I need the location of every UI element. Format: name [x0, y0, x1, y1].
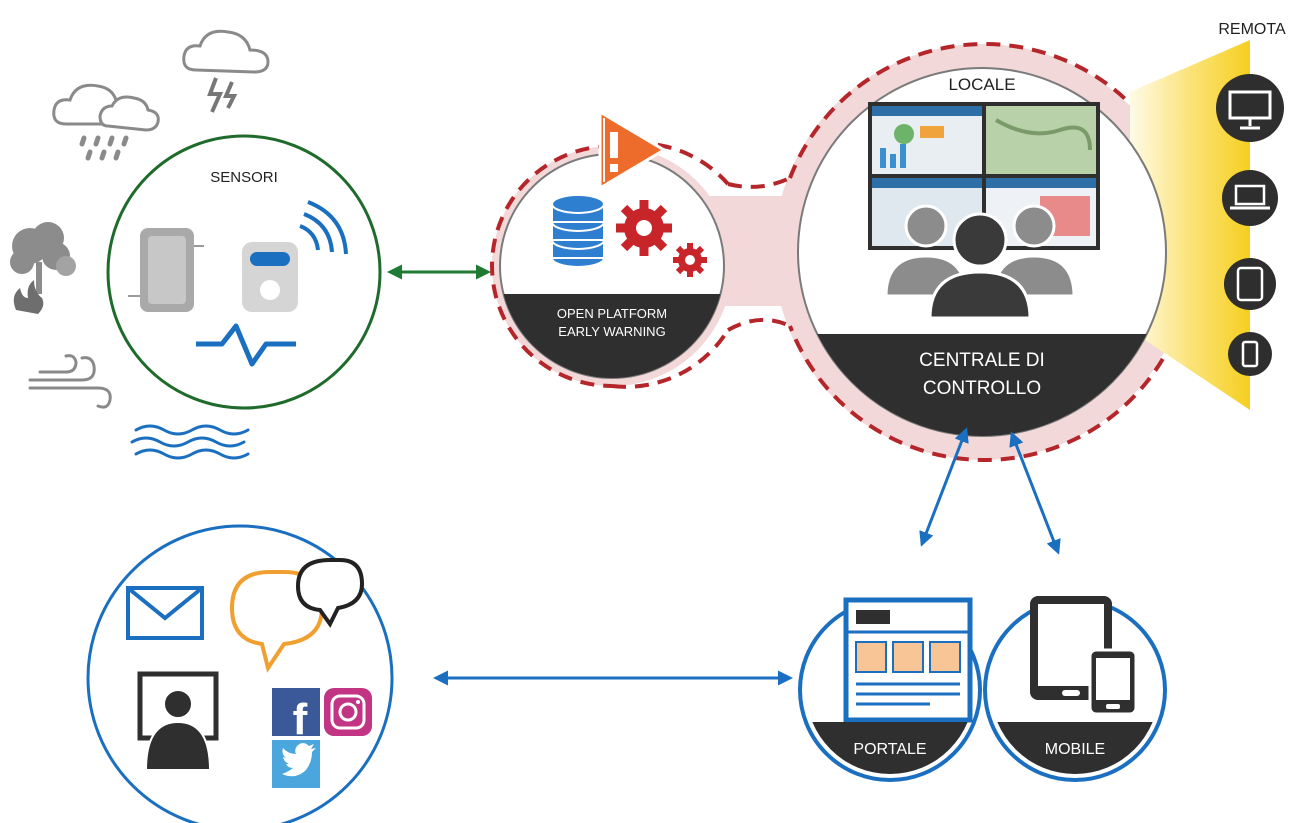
- wind-icon: [28, 354, 112, 409]
- instagram-icon: [324, 688, 372, 736]
- portale-node: PORTALE: [798, 597, 982, 782]
- operators-icon: [884, 204, 1076, 320]
- desktop-monitor-icon: [1216, 74, 1284, 142]
- mobile-node: MOBILE: [983, 596, 1167, 782]
- portale-label: PORTALE: [853, 741, 926, 758]
- twitter-icon: [272, 740, 320, 788]
- cloud-rain-icon: [52, 83, 160, 161]
- facebook-icon: f: [272, 688, 320, 744]
- warning-icon: [598, 109, 667, 191]
- sensor-device-icon: [128, 228, 204, 312]
- fire-tree-icon: [10, 222, 76, 314]
- smartphone-icon: [1228, 332, 1272, 376]
- communication-node: f: [86, 524, 394, 823]
- centrale-label-line1: CENTRALE DI: [919, 350, 1045, 371]
- database-icon: [551, 194, 605, 268]
- remote-beam: [1130, 40, 1250, 410]
- mobile-devices-icon: [1030, 596, 1138, 716]
- signal-pulse-icon: [196, 323, 296, 367]
- platform-label-line1: OPEN PLATFORM: [557, 306, 667, 321]
- laptop-icon: [1222, 170, 1278, 226]
- centrale-label-line2: CONTROLLO: [923, 378, 1041, 399]
- wireless-sensor-icon: [242, 200, 348, 312]
- gears-icon: [616, 200, 707, 277]
- speech-bubbles-icon: [229, 558, 365, 673]
- locale-label: LOCALE: [948, 75, 1015, 94]
- water-waves-icon: [130, 424, 250, 460]
- open-platform-node: OPEN PLATFORM EARLY WARNING: [499, 109, 725, 379]
- remota-label: REMOTA: [1218, 21, 1286, 38]
- centrale-mobile-link: [1009, 431, 1061, 555]
- sensori-label: SENSORI: [210, 169, 278, 186]
- mobile-label: MOBILE: [1045, 741, 1105, 758]
- platform-label-line2: EARLY WARNING: [558, 324, 665, 339]
- svg-text:f: f: [293, 695, 308, 744]
- web-portal-icon: [843, 597, 973, 723]
- email-icon: [126, 586, 204, 640]
- centrale-portale-link: [919, 427, 969, 547]
- cloud-storm-icon: [182, 29, 270, 113]
- user-at-computer-icon: [137, 671, 219, 771]
- sensori-node: SENSORI: [106, 134, 382, 410]
- tablet-icon: [1224, 258, 1276, 310]
